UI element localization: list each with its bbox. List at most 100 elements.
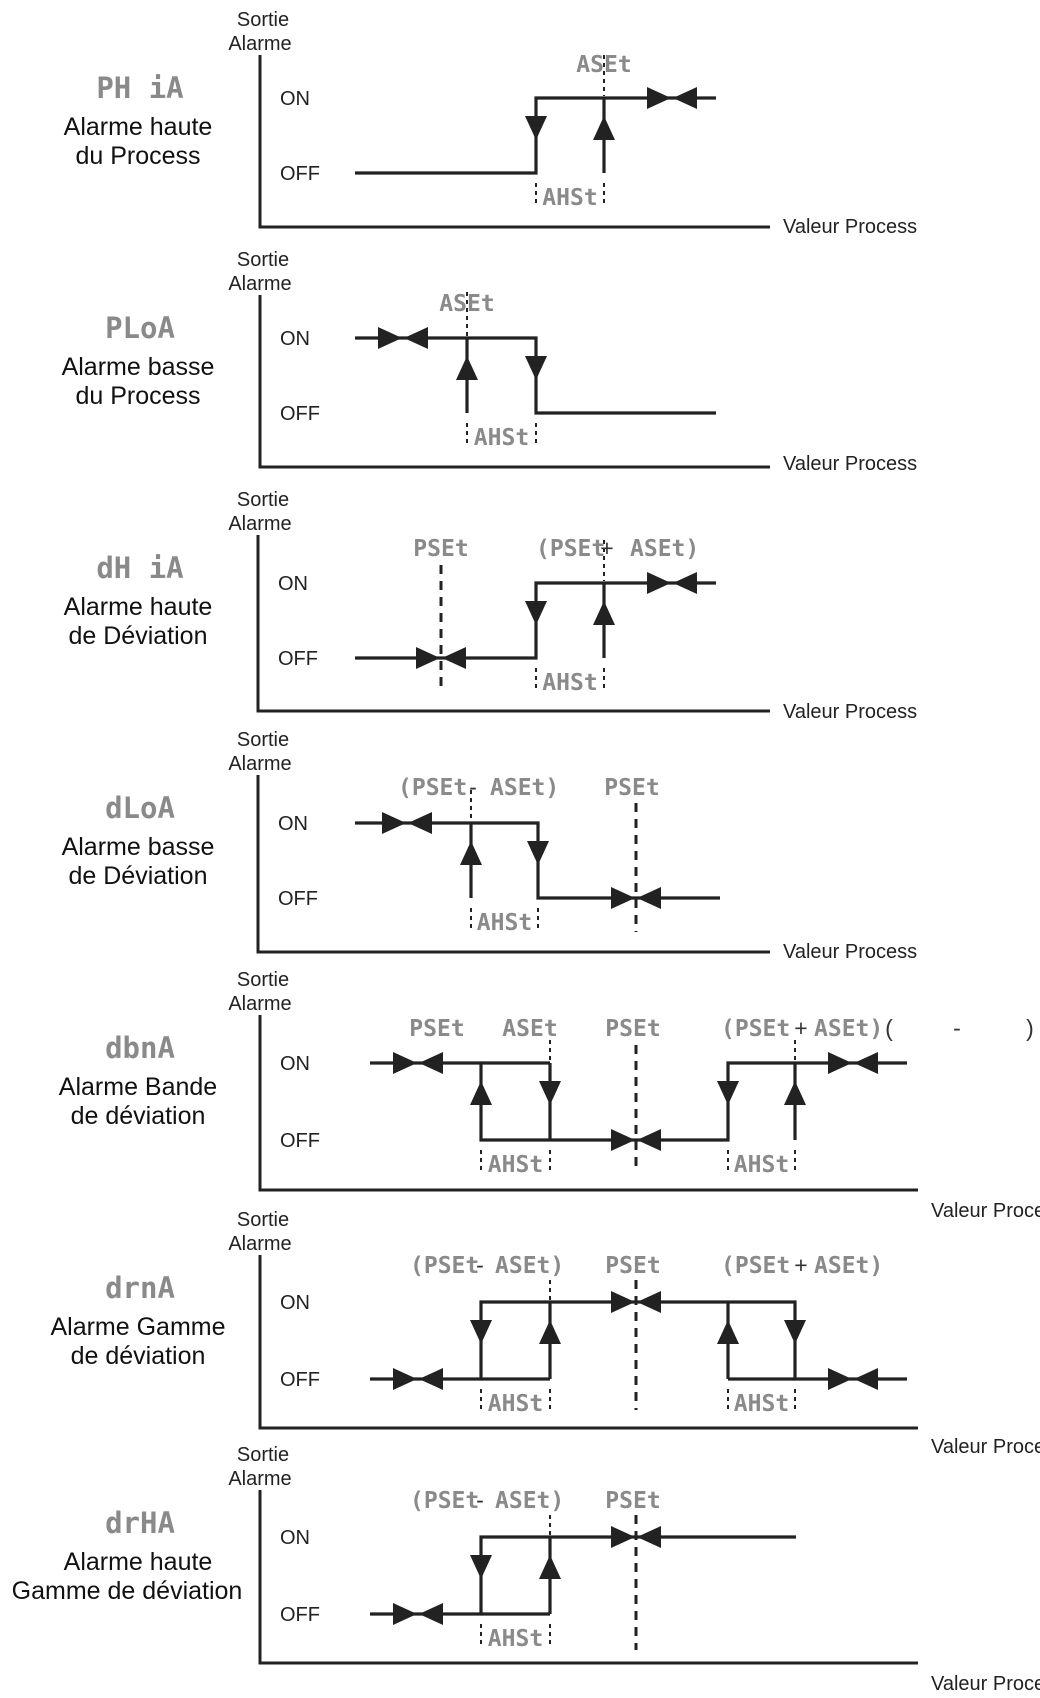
arrow-head-icon bbox=[717, 1320, 739, 1344]
alarm-code: dLoA bbox=[105, 791, 175, 825]
extra-close-paren: ) bbox=[1026, 1015, 1034, 1041]
y-axis-label-line1: Sortie bbox=[237, 9, 289, 31]
axes bbox=[258, 55, 770, 229]
diff-label-a: (PSEt bbox=[398, 775, 467, 801]
alarm-title-line1: Alarme haute bbox=[64, 1548, 213, 1576]
alarm-title-line1: Alarme basse bbox=[62, 353, 215, 381]
off-label: OFF bbox=[280, 163, 320, 185]
arrow-head-icon bbox=[470, 1555, 492, 1579]
y-axis-label-line1: Sortie bbox=[237, 729, 289, 751]
ahst-label: AHSt bbox=[474, 425, 529, 451]
x-axis-label: Valeur Process bbox=[931, 1200, 1040, 1222]
ahst-label: AHSt bbox=[542, 670, 597, 696]
on-label: ON bbox=[278, 813, 308, 835]
arrow-head-icon bbox=[456, 356, 478, 380]
arrow-head-icon bbox=[673, 87, 697, 109]
arrow-head-icon bbox=[611, 1526, 635, 1548]
arrow-head-icon bbox=[717, 1081, 739, 1105]
axes bbox=[258, 1490, 918, 1665]
y-axis-label-line1: Sortie bbox=[237, 1209, 289, 1231]
arrow-head-icon bbox=[408, 812, 432, 834]
diff-label-b: ASEt) bbox=[495, 1253, 564, 1279]
alarm-code: drnA bbox=[105, 1271, 175, 1305]
arrow-head-icon bbox=[539, 1320, 561, 1344]
on-label: ON bbox=[280, 1527, 310, 1549]
off-label: OFF bbox=[280, 1369, 320, 1391]
arrow-head-icon bbox=[525, 601, 547, 625]
y-axis-label-line2: Alarme bbox=[228, 753, 291, 775]
pset-label: PSEt bbox=[605, 1253, 660, 1279]
y-axis-label-line1: Sortie bbox=[237, 969, 289, 991]
arrow-head-icon bbox=[828, 1368, 852, 1390]
arrow-head-icon bbox=[854, 1368, 878, 1390]
arrow-head-icon bbox=[611, 1129, 635, 1151]
pset-label-left: PSEt bbox=[409, 1016, 464, 1042]
arrow-head-icon bbox=[382, 812, 406, 834]
alarm-code: PLoA bbox=[105, 311, 175, 345]
signal-trace bbox=[370, 1061, 907, 1142]
x-axis-label: Valeur Process bbox=[783, 701, 917, 723]
arrow-head-icon bbox=[470, 1081, 492, 1105]
minus-sign: - bbox=[476, 1252, 484, 1278]
off-label: OFF bbox=[278, 648, 318, 670]
y-axis-label-line2: Alarme bbox=[228, 993, 291, 1015]
arrow-head-icon bbox=[404, 327, 428, 349]
axes bbox=[258, 295, 770, 469]
sum-label-a: (PSEt bbox=[536, 536, 605, 562]
x-axis-label: Valeur Process bbox=[783, 216, 917, 238]
arrow-head-icon bbox=[393, 1052, 417, 1074]
x-axis-label: Valeur Process bbox=[931, 1436, 1040, 1458]
on-label: ON bbox=[280, 88, 310, 110]
signal-trace bbox=[370, 1535, 796, 1616]
arrow-head-icon bbox=[637, 887, 661, 909]
alarm-title-line1: Alarme Gamme bbox=[50, 1313, 225, 1341]
y-axis-label-line1: Sortie bbox=[237, 1444, 289, 1466]
off-label: OFF bbox=[280, 1604, 320, 1626]
y-axis-label-line2: Alarme bbox=[228, 273, 291, 295]
on-label: ON bbox=[280, 328, 310, 350]
arrow-head-icon bbox=[647, 87, 671, 109]
arrow-head-icon bbox=[419, 1603, 443, 1625]
sum-label-b: ASEt) bbox=[814, 1253, 883, 1279]
arrow-head-icon bbox=[637, 1129, 661, 1151]
arrow-head-icon bbox=[784, 1081, 806, 1105]
x-axis-label: Valeur Process bbox=[783, 941, 917, 963]
arrow-head-icon bbox=[393, 1603, 417, 1625]
sum-label-a: (PSEt bbox=[721, 1016, 790, 1042]
pset-label: PSEt bbox=[605, 1488, 660, 1514]
diff-label-a: (PSEt bbox=[410, 1488, 479, 1514]
sum-label-b: ASEt) bbox=[814, 1016, 883, 1042]
y-axis-label-line1: Sortie bbox=[237, 249, 289, 271]
alarm-title-line1: Alarme Bande bbox=[59, 1073, 217, 1101]
diff-label-a: (PSEt bbox=[410, 1253, 479, 1279]
ahst-label: AHSt bbox=[488, 1152, 543, 1178]
y-axis-label-line1: Sortie bbox=[237, 489, 289, 511]
arrow-head-icon bbox=[416, 647, 440, 669]
arrow-head-icon bbox=[525, 116, 547, 140]
axes bbox=[258, 1255, 918, 1430]
arrow-head-icon bbox=[593, 116, 615, 140]
x-axis-label: Valeur Process bbox=[783, 453, 917, 475]
on-label: ON bbox=[280, 1292, 310, 1314]
y-axis-label-line2: Alarme bbox=[228, 513, 291, 535]
arrow-head-icon bbox=[828, 1052, 852, 1074]
ahst-label: AHSt bbox=[734, 1391, 789, 1417]
alarm-title-line2: de déviation bbox=[71, 1102, 206, 1130]
arrow-head-icon bbox=[854, 1052, 878, 1074]
ahst-label: AHSt bbox=[488, 1391, 543, 1417]
signal-trace bbox=[370, 1300, 907, 1381]
x-axis-label: Valeur Process bbox=[931, 1673, 1040, 1695]
off-label: OFF bbox=[278, 888, 318, 910]
arrow-head-icon bbox=[393, 1368, 417, 1390]
off-label: OFF bbox=[280, 1130, 320, 1152]
arrow-head-icon bbox=[539, 1081, 561, 1105]
arrow-head-icon bbox=[593, 601, 615, 625]
aset-label: ASEt bbox=[439, 291, 494, 317]
pset-label: PSEt bbox=[604, 775, 659, 801]
ahst-label: AHSt bbox=[734, 1152, 789, 1178]
arrow-head-icon bbox=[442, 647, 466, 669]
pset-label: PSEt bbox=[413, 536, 468, 562]
